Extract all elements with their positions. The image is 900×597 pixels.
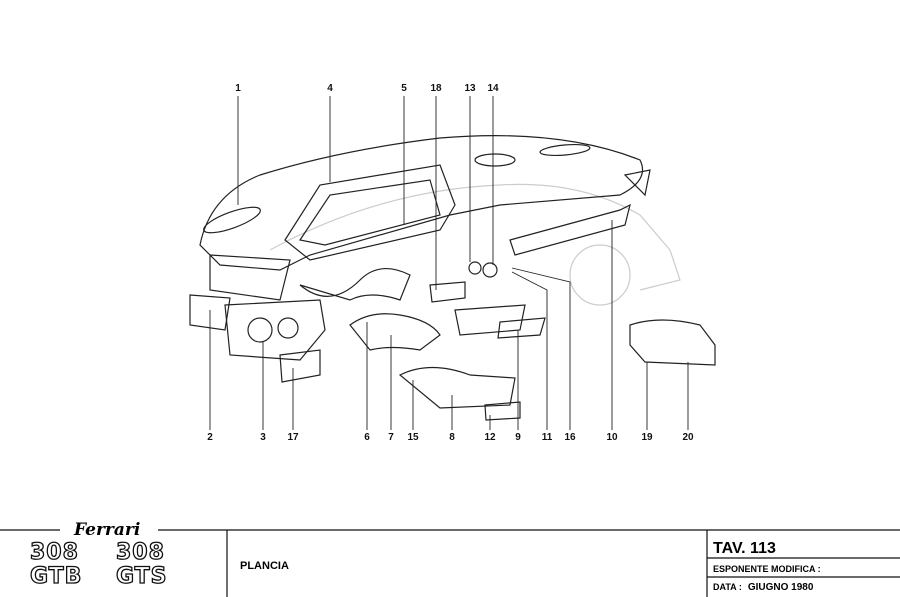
callout-13: 13	[464, 83, 476, 94]
model-gts: GTS	[115, 563, 168, 589]
ferrari-logo: Ferrari	[70, 520, 145, 540]
callout-2: 2	[207, 432, 213, 443]
leader-lines	[209, 96, 689, 430]
part-2	[189, 294, 231, 331]
callout-1: 1	[235, 83, 241, 94]
drawing-title: PLANCIA	[240, 560, 289, 572]
glovebox	[284, 164, 456, 261]
callout-5: 5	[401, 83, 407, 94]
callout-3: 3	[260, 432, 266, 443]
model-308-gts-number: 308	[115, 539, 165, 565]
callout-17: 17	[287, 432, 299, 443]
callout-9: 9	[515, 432, 521, 443]
title-block: Ferrari 308 GTB 308 GTS PLANCIA TAV. 113…	[0, 520, 900, 597]
model-308-gtb-number: 308	[29, 539, 79, 565]
model-gtb: GTB	[29, 563, 83, 589]
callout-8: 8	[449, 432, 455, 443]
callout-20: 20	[682, 432, 694, 443]
part-12	[484, 401, 521, 421]
esponente-modifica-label: ESPONENTE MODIFICA :	[713, 564, 821, 574]
callout-18: 18	[430, 83, 442, 94]
callout-10: 10	[606, 432, 618, 443]
callout-11: 11	[541, 432, 553, 443]
date-label: DATA :	[713, 582, 742, 592]
date-value: GIUGNO 1980	[747, 582, 814, 593]
part-17	[279, 349, 321, 383]
part-8-vent	[454, 304, 526, 336]
callout-19: 19	[641, 432, 653, 443]
callout-4: 4	[327, 83, 333, 94]
callout-14: 14	[487, 83, 499, 94]
part-6-7	[349, 313, 441, 351]
callout-15: 15	[407, 432, 419, 443]
callout-7: 7	[388, 432, 394, 443]
part-9	[497, 317, 546, 339]
dashboard-top	[199, 135, 644, 271]
part-10	[509, 203, 631, 256]
callout-6: 6	[364, 432, 370, 443]
table-number: TAV. 113	[713, 540, 776, 557]
callout-12: 12	[484, 432, 496, 443]
part-18	[429, 281, 466, 303]
part-19-20	[629, 319, 716, 366]
part-15	[398, 366, 516, 409]
callout-16: 16	[564, 432, 576, 443]
date-field: DATA : GIUGNO 1980	[713, 582, 813, 593]
part-3	[224, 299, 326, 361]
